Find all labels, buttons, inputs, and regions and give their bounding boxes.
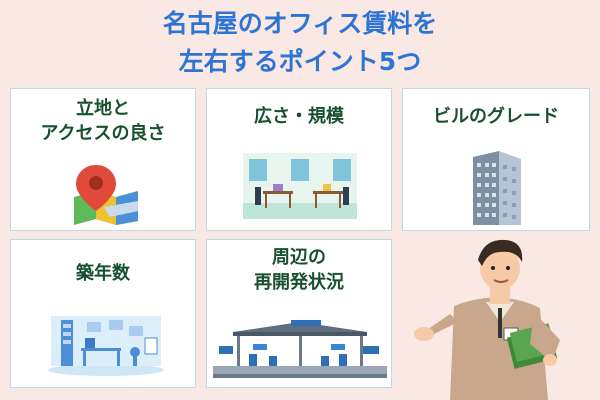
page-title-line-1: 名古屋のオフィス賃料を	[162, 9, 438, 38]
card-size-scale: 広さ・規模	[206, 88, 392, 231]
card-redevelopment: 周辺の 再開発状況	[206, 239, 392, 388]
card-label-line: 周辺の	[272, 247, 326, 268]
card-label-line: 立地と	[76, 98, 130, 119]
card-label-line: 再開発状況	[254, 272, 344, 293]
card-label-line: 広さ・規模	[254, 106, 344, 127]
skyscraper-icon	[473, 151, 521, 225]
card-label-line: アクセスの良さ	[40, 123, 166, 144]
presenter-illustration	[414, 239, 560, 400]
card-building-grade: ビルのグレード	[402, 88, 590, 231]
card-label-line: ビルのグレード	[433, 106, 559, 127]
card-building-age: 築年数	[10, 239, 196, 388]
old-office-illustration	[48, 316, 164, 376]
card-label-line: 築年数	[76, 263, 130, 284]
office-room-illustration	[243, 153, 357, 219]
train-station-illustration	[213, 320, 387, 378]
page-title-line-2: 左右するポイント5つ	[178, 47, 422, 76]
card-location-access: 立地と アクセスの良さ	[10, 88, 196, 231]
hand-icon	[414, 327, 434, 341]
map-pin-icon	[74, 165, 138, 225]
